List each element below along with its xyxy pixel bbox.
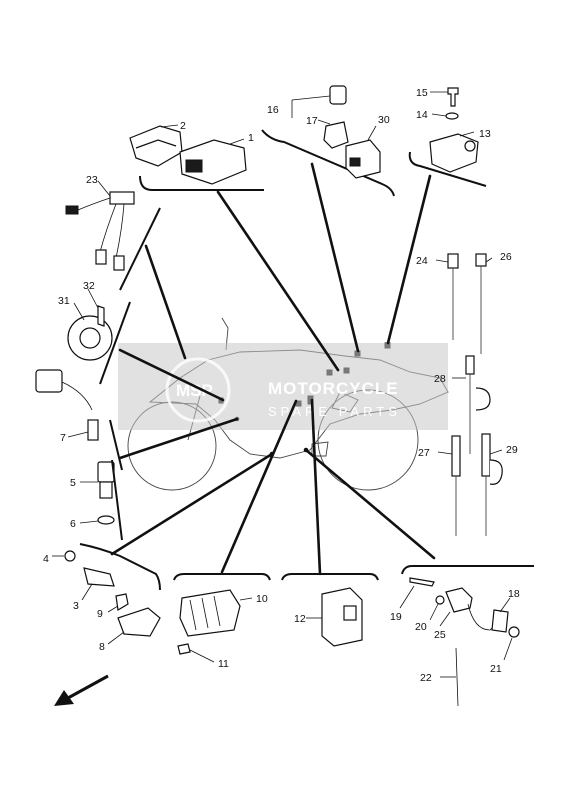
callout-26: 26 <box>500 251 512 263</box>
callout-22: 22 <box>420 672 432 684</box>
callout-7: 7 <box>60 432 66 444</box>
callout-labels: 1 2 3 4 5 6 7 8 9 10 11 12 13 14 15 16 1… <box>43 87 520 684</box>
watermark-logo: MSP <box>176 381 213 400</box>
callout-29: 29 <box>506 444 518 456</box>
callout-32: 32 <box>83 280 95 292</box>
callout-31: 31 <box>58 295 70 307</box>
callout-9: 9 <box>97 608 103 620</box>
callout-10: 10 <box>256 593 268 605</box>
callout-3: 3 <box>73 600 79 612</box>
bolt-15 <box>430 87 459 107</box>
sensor-7 <box>35 369 239 471</box>
callout-13: 13 <box>479 128 491 140</box>
front-direction-arrow-icon <box>54 674 109 706</box>
callout-6: 6 <box>70 518 76 530</box>
group-bottom-right <box>304 448 534 707</box>
callout-30: 30 <box>378 114 390 126</box>
group-bottom-left <box>52 452 274 645</box>
flasher-relay-30 <box>345 125 381 179</box>
group-ecu <box>129 124 340 372</box>
relay-16 <box>291 85 347 118</box>
callout-1: 1 <box>248 132 254 144</box>
callout-2: 2 <box>180 120 186 132</box>
callout-17: 17 <box>306 115 318 127</box>
callout-14: 14 <box>416 109 428 121</box>
ecu-unit-2 <box>129 125 183 167</box>
watermark: MSP MOTORCYCLE SPARE PARTS <box>118 343 448 430</box>
callout-25: 25 <box>434 629 446 641</box>
watermark-line1: MOTORCYCLE <box>268 379 399 398</box>
group-regulator <box>173 399 298 663</box>
callout-27: 27 <box>418 447 430 459</box>
group-relay <box>261 85 395 353</box>
callout-20: 20 <box>415 621 427 633</box>
callout-12: 12 <box>294 613 306 625</box>
sensor-13 <box>429 131 479 173</box>
cable-ties <box>435 253 503 536</box>
washer-14 <box>431 112 459 120</box>
callout-28: 28 <box>434 373 446 385</box>
callout-19: 19 <box>390 611 402 623</box>
wire-harness-23 <box>65 180 187 360</box>
callout-16: 16 <box>267 104 279 116</box>
relay-17 <box>317 119 349 149</box>
callout-5: 5 <box>70 477 76 489</box>
callout-24: 24 <box>416 255 428 267</box>
callout-21: 21 <box>490 663 502 675</box>
horn-31 <box>67 288 225 402</box>
callout-15: 15 <box>416 87 428 99</box>
callout-23: 23 <box>86 174 98 186</box>
group-unit-12 <box>281 398 379 647</box>
callout-18: 18 <box>508 588 520 600</box>
watermark-line2: SPARE PARTS <box>268 404 401 419</box>
group-sensor-top-right <box>386 87 487 345</box>
sensor-5 <box>79 459 123 541</box>
ecu-unit-1 <box>179 139 247 185</box>
callout-4: 4 <box>43 553 49 565</box>
callout-11: 11 <box>218 658 229 670</box>
callout-8: 8 <box>99 641 105 653</box>
